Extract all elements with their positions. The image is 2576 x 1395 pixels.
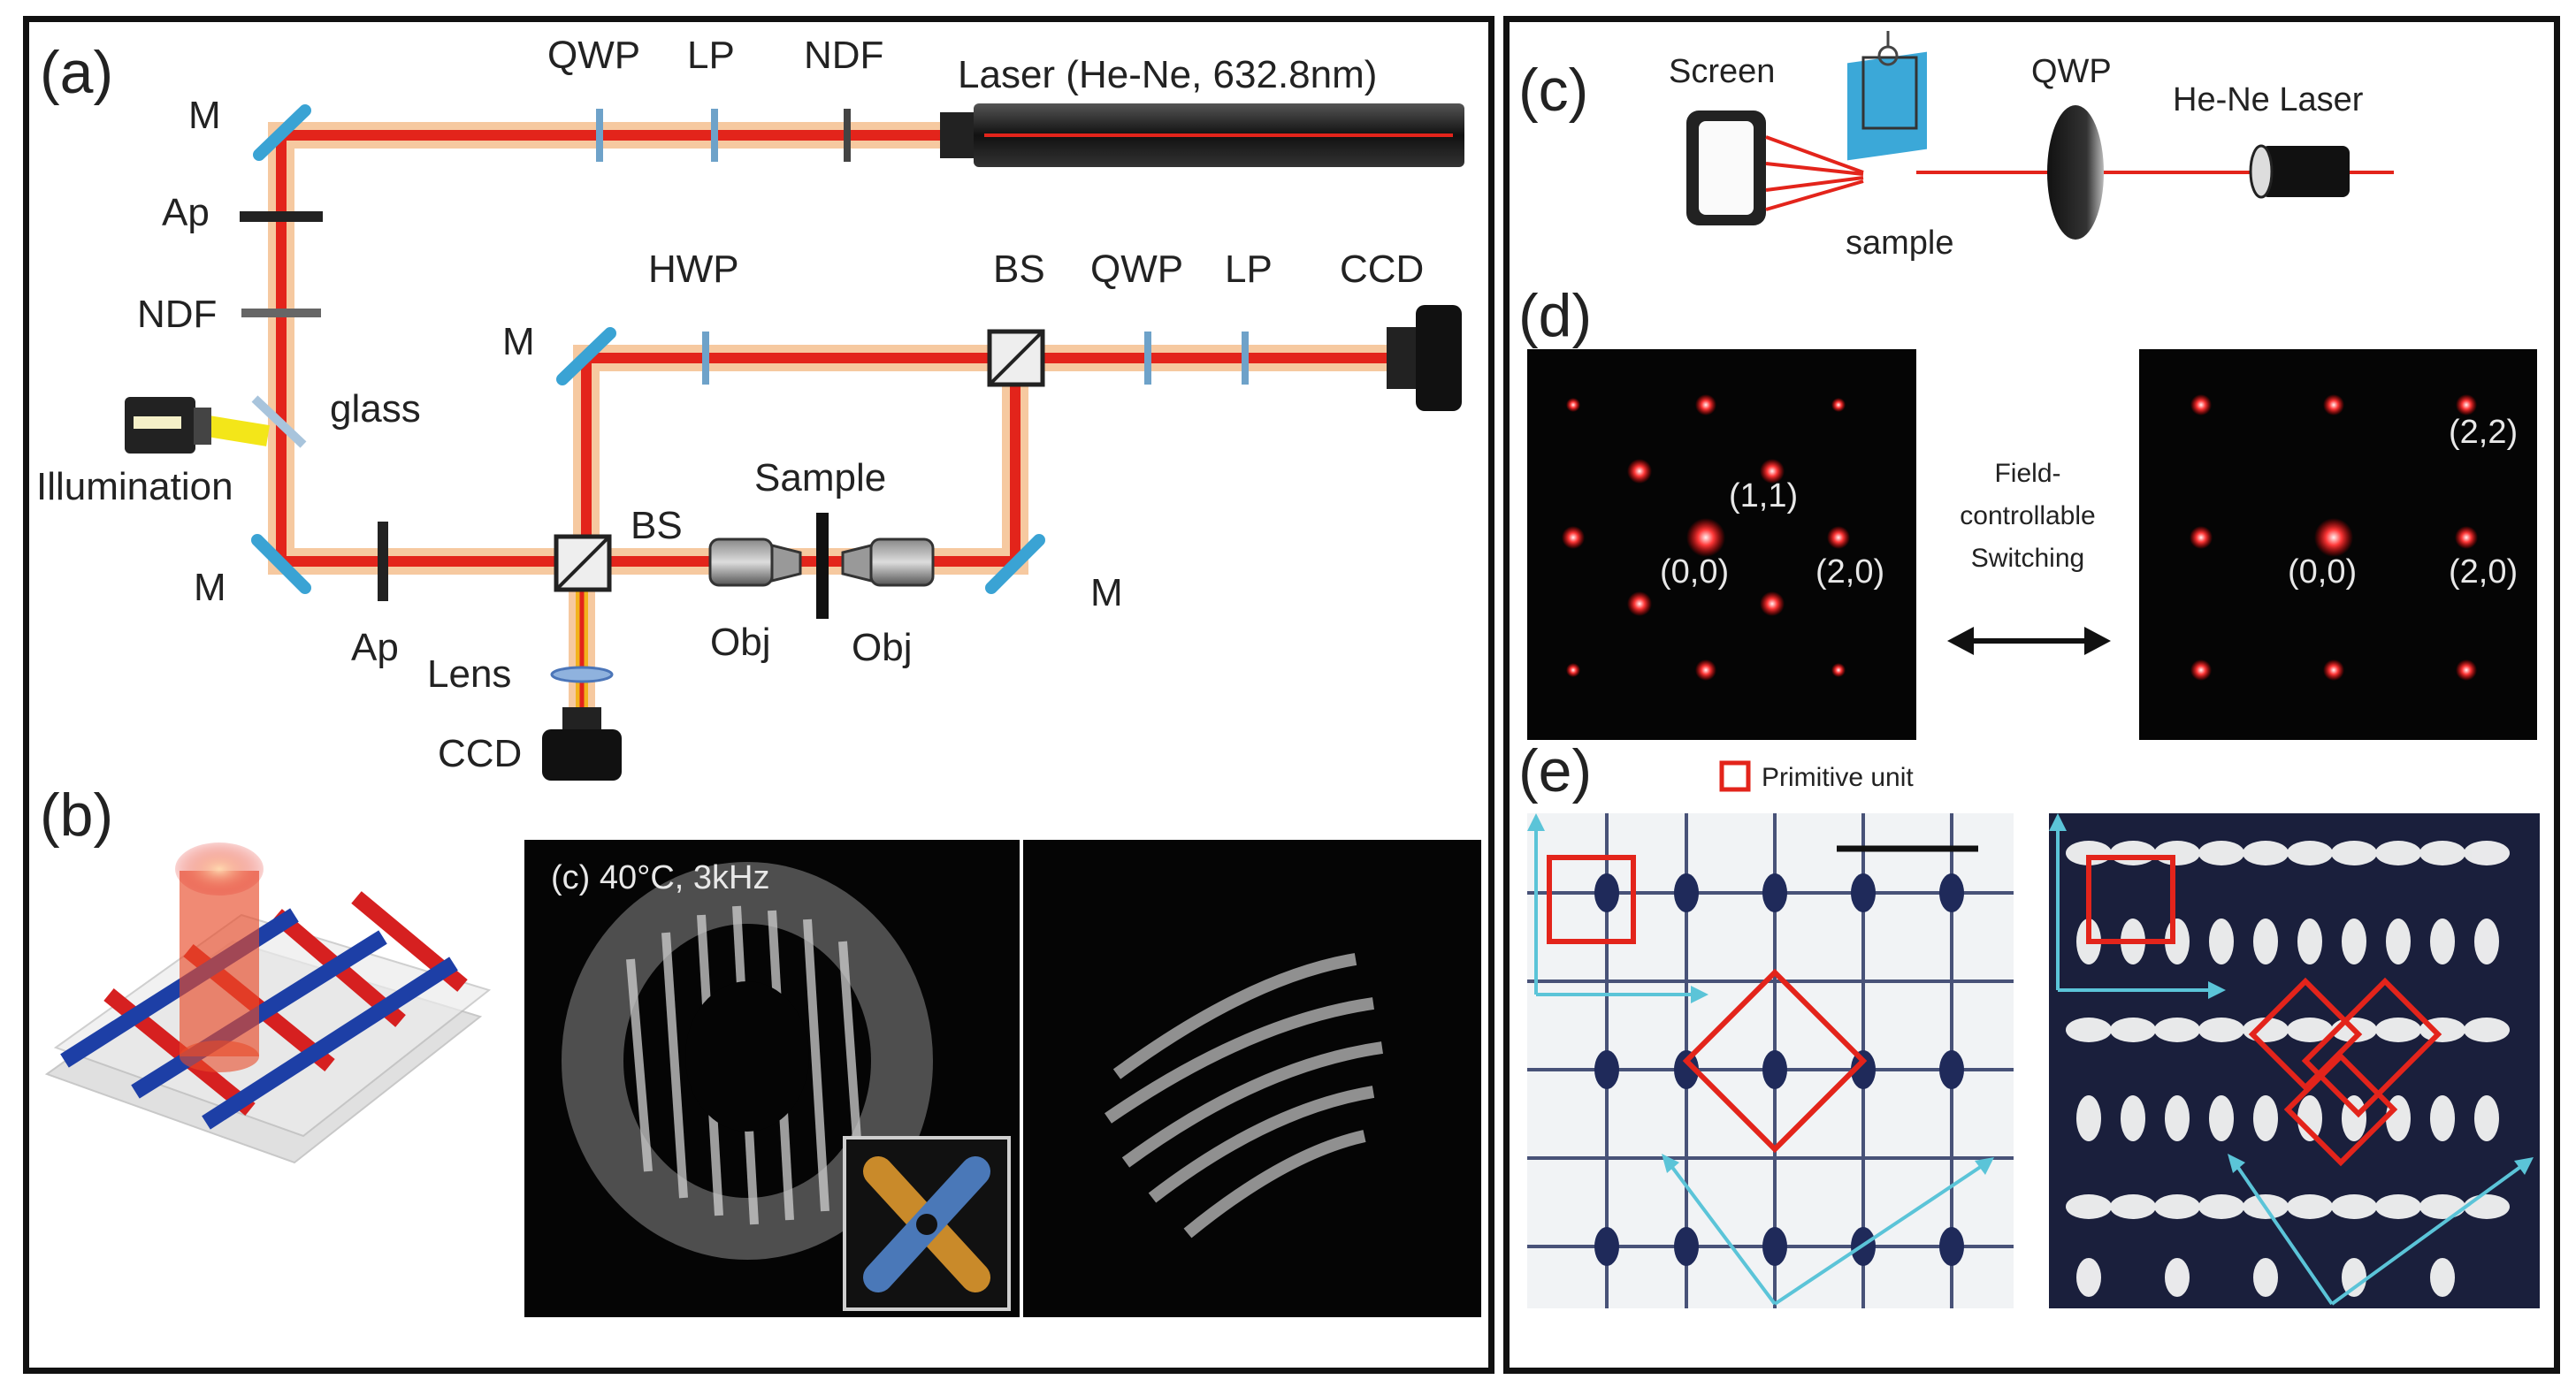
switching-line-2: controllable [1960,501,2095,530]
bs-right [987,329,1045,387]
lattice-image-left [1527,813,2014,1308]
grid-sample-illustration [44,842,492,1164]
lens-label: Lens [427,652,511,696]
top-optics [596,109,851,162]
panel-a-tag: (a) [40,39,113,106]
primitive-diamond-b [2248,977,2363,1092]
hwp-plate [702,332,709,385]
sample-holder-icon [1847,31,1927,161]
sample-label: Sample [754,456,886,499]
glass-plate [251,395,307,448]
illumination-source [125,397,211,454]
ccd-right [1387,305,1462,411]
bs-right-label: BS [993,248,1045,291]
laser-body [940,103,1464,167]
ap-bottom-label: Ap [351,626,399,669]
setup-diagram: (a) Laser (He-Ne, 632.8nm) QWP LP NDF M … [36,34,1481,1317]
lattice-vectors-left [1534,822,1989,1306]
screen-icon [1686,111,1766,225]
qwp-disk [2047,105,2104,240]
qwp-right-label: QWP [1090,248,1183,291]
objective-left [708,537,802,587]
primitive-legend-label: Primitive unit [1762,763,1914,792]
qwp-top-label: QWP [547,34,640,77]
ccd-bottom [542,707,622,781]
mirror-label-4: M [1090,571,1123,614]
ndf-top-label: NDF [804,34,883,77]
ring-image-right [1023,840,1481,1317]
panel-b-tag: (b) [40,781,113,849]
lattice-vectors-right [2056,822,2528,1306]
switching-line-1: Field- [1994,459,2060,488]
glass-label: glass [330,387,421,431]
ap-top-label: Ap [162,191,210,234]
conoscopic-inset [843,1136,1011,1311]
primitive-legend-icon [1719,760,1751,792]
aperture-top [240,211,323,222]
order-20-right-label: (2,0) [2449,553,2518,591]
bs-center [554,534,612,592]
ring-pattern-left [562,862,933,1260]
qwp-label-c: QWP [2031,53,2112,90]
screen-label: Screen [1669,53,1775,90]
aperture-bottom [378,522,388,601]
order-00-left-label: (0,0) [1660,553,1729,591]
mirror-label-2: M [194,566,226,609]
order-20-left-label: (2,0) [1815,553,1884,591]
switching-line-3: Switching [1971,544,2084,573]
obj-left-label: Obj [710,621,770,664]
spots-right [2190,394,2478,681]
panel-e-tag: (e) [1518,737,1592,804]
ccd-right-label: CCD [1340,248,1424,291]
lp-top-label: LP [687,34,735,77]
primitive-square-left [1547,855,1636,944]
diffraction-figure: (c) Screen sample QWP He-Ne Laser (d) [1518,31,2540,1308]
laser-label: Laser (He-Ne, 632.8nm) [958,53,1377,96]
lp-right-label: LP [1225,248,1273,291]
hwp-label: HWP [648,248,739,291]
obj-right-label: Obj [852,626,912,669]
mirror-icons [251,104,1045,594]
ndf-left [241,309,321,317]
order-11-label: (1,1) [1729,477,1798,515]
beam-path-glow [268,122,1418,725]
objective-right [841,537,935,587]
stripe-pattern-right [1105,953,1383,1239]
mirror-label-1: M [188,94,221,137]
panel-d-tag: (d) [1518,282,1592,349]
right-panel: (c) Screen sample QWP He-Ne Laser (d) [1503,16,2560,1374]
double-arrow-icon [1947,627,2111,655]
order-00-right-label: (0,0) [2288,553,2357,591]
lp-right [1242,332,1249,385]
panel-bc-tag: (c) 40°C, 3kHz [551,859,769,896]
he-ne-label: He-Ne Laser [2173,81,2364,118]
illumination-label: Illumination [36,465,233,508]
sample-slide [816,513,829,619]
panel-c-tag: (c) [1518,57,1588,124]
bs-center-label: BS [631,504,683,547]
ndf-left-label: NDF [137,293,217,336]
spots-left [1562,394,1850,681]
primitive-square-right [2086,855,2175,944]
diffracted-beams [1765,135,1864,211]
sample-label-c: sample [1846,225,1954,262]
ccd-bottom-label: CCD [438,732,522,775]
lattice-image-right [2049,813,2540,1308]
left-panel: (a) Laser (He-Ne, 632.8nm) QWP LP NDF M … [23,16,1494,1374]
qwp-right [1144,332,1151,385]
order-22-label: (2,2) [2449,414,2518,451]
he-ne-laser-icon [2249,144,2350,199]
lens [550,666,614,683]
mirror-label-3: M [502,320,535,363]
